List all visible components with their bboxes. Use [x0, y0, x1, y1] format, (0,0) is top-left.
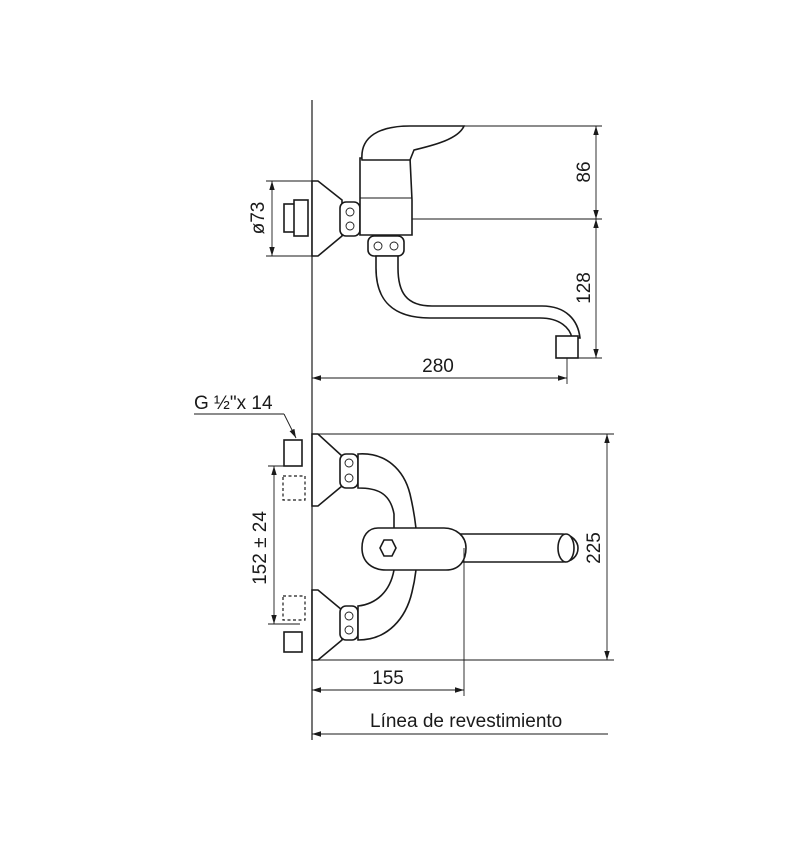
wall-line-label: Línea de revestimiento [370, 711, 562, 732]
flange-diameter-label: ø73 [248, 202, 269, 235]
front-view [194, 413, 579, 661]
front-dimensions: G ½"x 14 152 ± 24 225 155 Línea de reves… [194, 393, 614, 737]
thread-label: G ½"x 14 [194, 393, 273, 414]
handle-height-label: 86 [574, 161, 595, 182]
spout-projection-label: 280 [422, 356, 454, 377]
overall-height-label: 225 [584, 532, 605, 564]
handle-projection-label: 155 [372, 668, 404, 689]
inlet-spacing-label: 152 ± 24 [250, 511, 271, 585]
spout-height-label: 128 [574, 272, 595, 304]
side-dimensions: ø73 86 128 280 [248, 125, 602, 384]
side-view [283, 125, 581, 359]
